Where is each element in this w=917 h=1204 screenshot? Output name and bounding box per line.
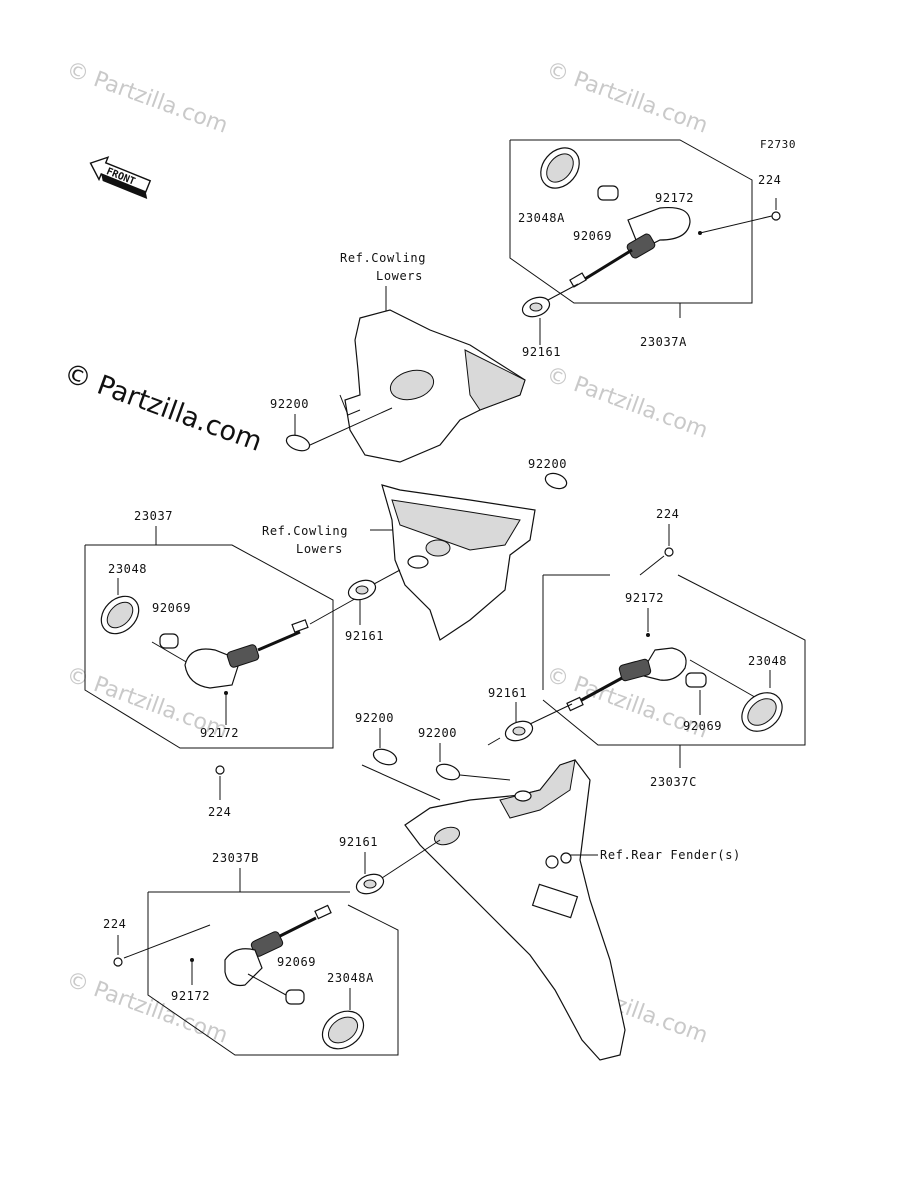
ref-cowling-label: Lowers <box>376 269 423 283</box>
ref-cowling-label: Lowers <box>296 542 343 556</box>
ref-rear-fender: Ref.Rear Fender(s) <box>600 848 741 862</box>
bolt-224 <box>113 957 123 967</box>
label-92172: 92172 <box>200 726 239 740</box>
bolt-224 <box>664 547 674 557</box>
label-92200-b: 92200 <box>418 726 457 740</box>
label-92172: 92172 <box>171 989 210 1003</box>
label-23037b: 23037B <box>212 851 259 865</box>
label-23048: 23048 <box>108 562 147 576</box>
label-92200-a: 92200 <box>355 711 394 725</box>
label-23037a: 23037A <box>640 335 687 349</box>
turn-signal-housing <box>224 948 263 987</box>
label-92161: 92161 <box>339 835 378 849</box>
rear-grommet-plates: 92200 92200 <box>355 711 511 801</box>
label-23037c: 23037C <box>650 775 697 789</box>
label-92161: 92161 <box>522 345 561 359</box>
label-224: 224 <box>103 917 126 931</box>
label-224: 224 <box>758 173 781 187</box>
label-23048a: 23048A <box>327 971 374 985</box>
ref-cowling-upper: Ref.Cowling Lowers 92200 <box>270 251 526 463</box>
bolt-224 <box>771 211 781 221</box>
label-23048a: 23048A <box>518 211 565 225</box>
label-224: 224 <box>656 507 679 521</box>
rear-fender: Ref.Rear Fender(s) <box>404 759 741 1061</box>
bulb-92069 <box>685 672 707 688</box>
ref-cowling-label: Ref.Cowling <box>340 251 426 265</box>
grommet-plate-92200 <box>285 434 311 452</box>
figure-code: F2730 <box>760 138 796 151</box>
label-92172: 92172 <box>655 191 694 205</box>
label-92200: 92200 <box>270 397 309 411</box>
watermark-large: © Partzilla.com <box>60 357 266 457</box>
bolt-224 <box>215 765 225 775</box>
assembly-right: 224 92172 92069 23048 92161 23037C <box>487 507 806 789</box>
label-224: 224 <box>208 805 231 819</box>
label-92069: 92069 <box>152 601 191 615</box>
watermarks: © Partzilla.com © Partzilla.com © Partzi… <box>60 57 711 1049</box>
bulb-92069 <box>159 633 179 649</box>
label-23037: 23037 <box>134 509 173 523</box>
label-92172: 92172 <box>625 591 664 605</box>
bulb-92069 <box>597 185 619 201</box>
assembly-left: 23037 23048 92069 92172 224 92161 <box>84 509 401 819</box>
bulb-92069 <box>285 989 305 1005</box>
label-92069: 92069 <box>683 719 722 733</box>
watermark: © Partzilla.com <box>63 967 231 1049</box>
turn-signal-housing <box>184 648 241 689</box>
label-92161: 92161 <box>488 686 527 700</box>
cowling-lower-upper <box>344 309 526 463</box>
assembly-top-right: 224 23048A 92172 92069 23037A 92161 <box>509 139 781 359</box>
watermark: © Partzilla.com <box>63 57 231 139</box>
turn-signal-housing <box>639 647 687 681</box>
label-92069: 92069 <box>277 955 316 969</box>
watermark: © Partzilla.com <box>543 57 711 139</box>
label-92200-mid: 92200 <box>528 457 567 471</box>
watermark: © Partzilla.com <box>543 362 711 444</box>
grommet-plate-mid: 92200 <box>528 457 568 490</box>
ref-cowling-label: Ref.Cowling <box>262 524 348 538</box>
label-92161: 92161 <box>345 629 384 643</box>
label-92069: 92069 <box>573 229 612 243</box>
ref-cowling-lower: Ref.Cowling Lowers <box>262 484 536 641</box>
assembly-bottom-left: 23037B 92161 224 92172 92069 23048A <box>103 835 441 1056</box>
label-23048: 23048 <box>748 654 787 668</box>
front-arrow-icon: FRONT <box>89 156 152 199</box>
